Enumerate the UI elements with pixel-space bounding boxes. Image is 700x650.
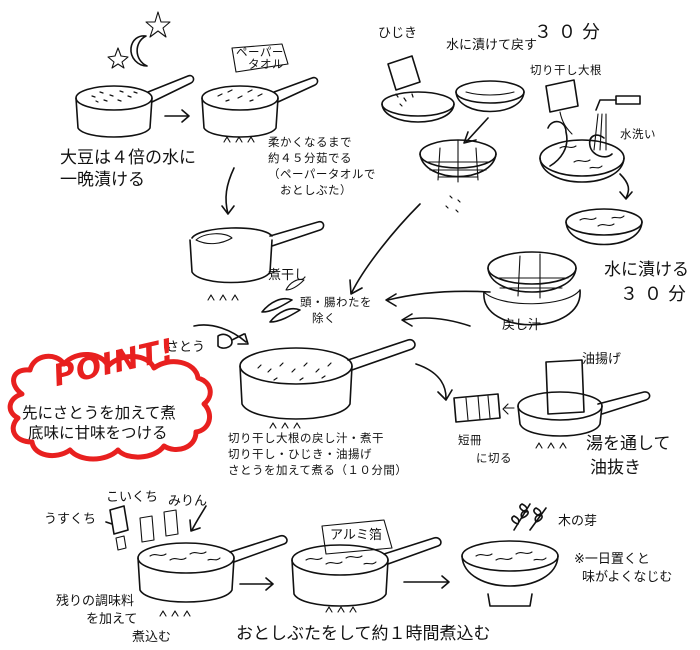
- label-cut: に切る: [476, 451, 512, 465]
- label-boil: 約４５分茹でる: [268, 151, 352, 165]
- label-soak-beans: 一晩漬ける: [60, 170, 145, 190]
- point-text: 底味に甘味をつける: [28, 424, 168, 442]
- label-note: 味がよくなじむ: [582, 570, 673, 585]
- label-aburaage: 油揚げ: [582, 352, 622, 367]
- label-remove-head: 頭・腸わたを: [300, 295, 372, 309]
- label-usukuchi: うすくち: [44, 512, 97, 527]
- label-oil-remove: 湯を通して: [586, 434, 671, 454]
- label-kiriboshi: 切り干し大根: [530, 63, 602, 77]
- kiriboshi-bag: [545, 79, 579, 135]
- serving-bowl: [461, 540, 559, 607]
- label-niboshi: 煮干し: [268, 268, 308, 283]
- label-cut: 短冊: [458, 433, 482, 447]
- label-paper-towel: タオル: [248, 57, 284, 71]
- label-soak-beans: 大豆は４倍の水に: [60, 148, 196, 168]
- hijiki-bag: [387, 55, 421, 107]
- moon-icon: [130, 35, 148, 67]
- label-remaining-seasoning: 残りの調味料: [56, 594, 135, 609]
- label-hijiki-soak: 水に漬けて戻す: [446, 38, 538, 53]
- label-add-ingredients: 切り干し大根の戻し汁・煮干: [228, 431, 384, 445]
- label-simmer-hour: おとしぶたをして約１時間煮込む: [236, 624, 491, 644]
- point-burst-shape: [7, 352, 213, 462]
- soaking-pot: [75, 74, 195, 138]
- label-boil: 柔かくなるまで: [268, 135, 352, 149]
- label-thirty-min: ３０分: [534, 22, 606, 43]
- boiling-pot: [201, 43, 319, 143]
- label-koikuchi: こいくち: [106, 490, 159, 505]
- hijiki-bowl: [381, 91, 455, 123]
- label-add-ingredients: さとうを加えて煮る（１０分間）: [228, 463, 408, 477]
- label-add-ingredients: 切り干し・ひじき・油揚げ: [228, 447, 372, 461]
- label-remaining-seasoning: 煮込む: [132, 630, 172, 645]
- label-remaining-seasoning: を加えて: [86, 612, 138, 627]
- label-foil: アルミ箔: [330, 528, 382, 543]
- label-paper-towel: ペーパー: [236, 45, 284, 59]
- label-kinome: 木の芽: [558, 514, 598, 529]
- soaking-kiriboshi-bowl: [565, 208, 643, 246]
- label-water-wash: 水洗い: [620, 127, 656, 141]
- label-mirin: みりん: [168, 494, 208, 509]
- point-text: 先にさとうを加えて煮: [22, 404, 176, 422]
- label-note: ※一日置くと: [574, 552, 650, 567]
- sugar-spoon: [217, 333, 245, 349]
- label-soak-water-time: ３０分: [620, 284, 692, 305]
- washing-hands-bowl: [539, 95, 641, 183]
- soak-bowl: [455, 80, 525, 113]
- label-remove-head: 除く: [312, 311, 336, 325]
- label-hijiki: ひじき: [378, 26, 418, 41]
- kinome-leaf-icon: [511, 503, 547, 531]
- aburaage-pot: [415, 359, 651, 449]
- star-icon: [107, 11, 171, 69]
- label-soak-water: 水に漬ける: [604, 260, 689, 280]
- main-pot: [239, 338, 416, 429]
- drained-pot: [189, 220, 325, 301]
- label-oil-remove: 油抜き: [590, 458, 641, 478]
- label-boil: （ペーパータオルで: [268, 167, 376, 181]
- label-boil: おとしぶた）: [280, 183, 352, 197]
- niboshi-fish: [261, 278, 305, 323]
- label-modoshijiru: 戻し汁: [502, 318, 542, 333]
- seasoning-pot: [105, 505, 288, 617]
- hijiki-sieve: [419, 117, 497, 213]
- strainer-bowl: [483, 251, 581, 326]
- label-sugar: さとう: [166, 340, 206, 355]
- aburaage-strips: [453, 393, 501, 423]
- foil-pot: [291, 519, 442, 613]
